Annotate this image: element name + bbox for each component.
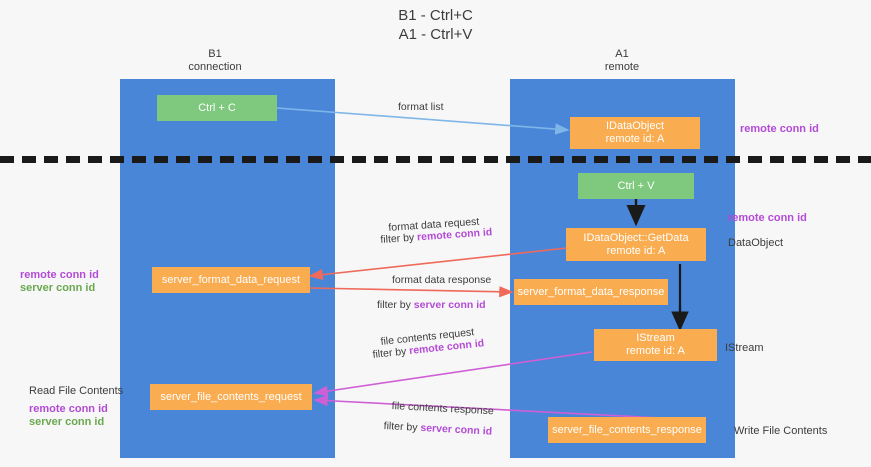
phase-divider xyxy=(0,156,871,163)
node-idataobject-getdata[interactable]: IDataObject::GetData remote id: A xyxy=(566,228,706,261)
label-left-file-remote-conn-id: remote conn id xyxy=(29,403,108,415)
filter-by-text-2: filter by xyxy=(377,299,414,311)
annotation-format-list: format list xyxy=(398,101,444,113)
server-conn-id-text-2: server conn id xyxy=(420,421,493,438)
label-remote-conn-id-top: remote conn id xyxy=(740,123,819,135)
annotation-format-data-response: format data response xyxy=(392,274,492,286)
annotation-filter-server-conn-id-2: filter by server conn id xyxy=(383,420,492,439)
node-idataobject-line2: remote id: A xyxy=(605,133,665,145)
node-idataobject-line1: IDataObject xyxy=(605,120,665,132)
column-header-b1: B1 connection xyxy=(160,48,270,74)
node-server-file-contents-request[interactable]: server_file_contents_request xyxy=(150,384,312,410)
node-idataobject[interactable]: IDataObject remote id: A xyxy=(570,117,700,149)
node-getdata-line2: remote id: A xyxy=(606,244,666,257)
node-istream-line2: remote id: A xyxy=(626,345,685,357)
title-line-2: A1 - Ctrl+V xyxy=(398,26,473,43)
node-ctrl-v[interactable]: Ctrl + V xyxy=(578,173,694,199)
node-istream-line1: IStream xyxy=(636,332,675,344)
column-header-a1-name: A1 xyxy=(615,48,629,60)
label-write-file-contents: Write File Contents xyxy=(734,425,828,437)
column-header-b1-name: B1 xyxy=(208,48,222,60)
arrow-format-data-response xyxy=(309,286,514,298)
filter-by-text-3: filter by xyxy=(372,345,410,361)
title-line-1: B1 - Ctrl+C xyxy=(398,7,473,24)
label-left-file-server-conn-id: server conn id xyxy=(29,416,105,428)
column-header-a1-role: remote xyxy=(604,61,640,73)
label-remote-conn-id-mid: remote conn id xyxy=(728,212,807,224)
label-left-remote-conn-id: remote conn id xyxy=(20,269,99,281)
filter-by-text-4: filter by xyxy=(383,420,421,434)
node-server-file-contents-response[interactable]: server_file_contents_response xyxy=(548,417,706,443)
server-conn-id-text-1: server conn id xyxy=(413,299,486,311)
column-header-a1: A1 remote xyxy=(567,48,677,74)
label-istream: IStream xyxy=(725,342,764,354)
node-server-format-data-response[interactable]: server_format_data_response xyxy=(514,279,668,305)
filter-by-text-1: filter by xyxy=(380,231,418,246)
column-header-b1-role: connection xyxy=(188,61,242,73)
annotation-filter-server-conn-id-1: filter by server conn id xyxy=(377,299,486,312)
node-ctrl-c[interactable]: Ctrl + C xyxy=(157,95,277,121)
label-left-server-conn-id: server conn id xyxy=(20,282,96,294)
node-getdata-line1: IDataObject::GetData xyxy=(583,231,689,244)
label-read-file-contents: Read File Contents xyxy=(29,385,124,397)
page-title: B1 - Ctrl+C A1 - Ctrl+V xyxy=(0,6,871,44)
annotation-file-contents-response: file contents response xyxy=(391,400,495,418)
label-dataobject: DataObject xyxy=(728,237,784,249)
node-istream[interactable]: IStream remote id: A xyxy=(594,329,717,361)
node-server-format-data-request[interactable]: server_format_data_request xyxy=(152,267,310,293)
